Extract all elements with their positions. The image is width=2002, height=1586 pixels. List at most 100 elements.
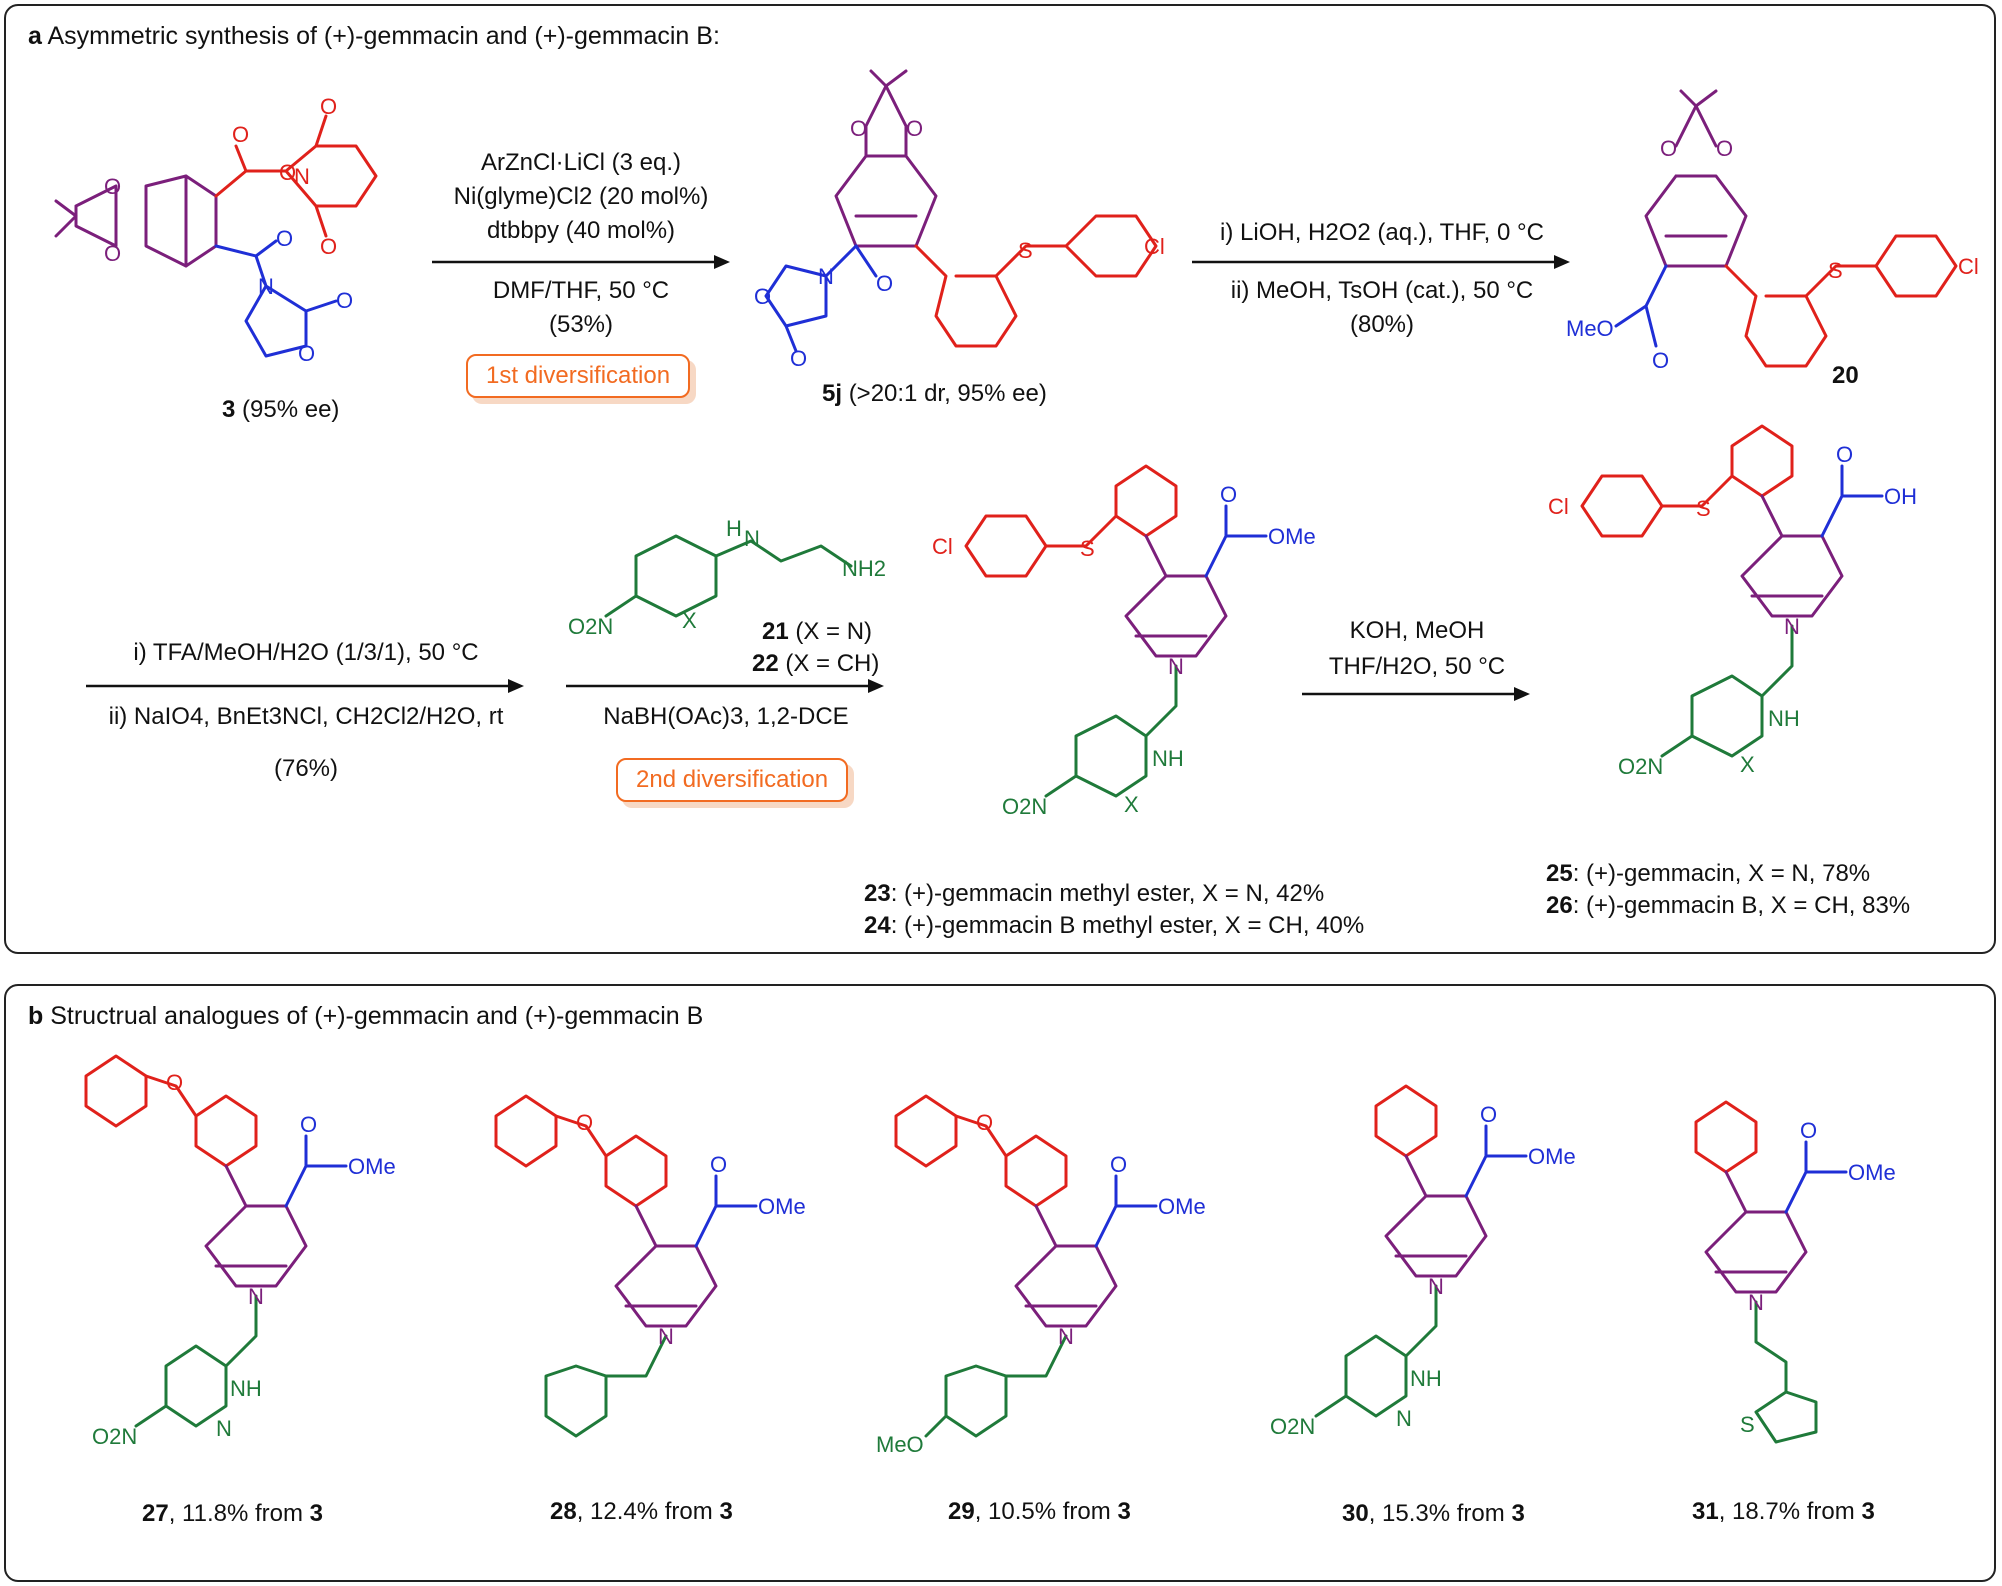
atom-O: O [300,1112,317,1137]
atom-S: S [1018,238,1033,263]
reaction-arrow-5 [1302,687,1530,701]
reaction-arrow-4 [566,679,884,693]
step2-conditions-bottom: ii) MeOH, TsOH (cat.), 50 °C (80%) [1230,277,1534,338]
atom-O2N: O2N [1618,754,1663,779]
atom-X: X [1124,792,1139,817]
atom-O: O [1836,442,1853,467]
compound-27-structure: O O OMe N NH N O2N [84,1054,396,1449]
reagent-21-22-structure: H N NH2 O2N X [568,516,886,639]
atom-O: O [754,284,771,309]
atom-N: N [294,164,310,189]
reagent-22-label: 22 (X = CH) [752,650,880,677]
atom-O: O [320,234,337,259]
atom-OMe: OMe [348,1154,396,1179]
atom-MeO: MeO [876,1432,924,1457]
atom-Cl: Cl [1958,254,1979,279]
atom-O2N: O2N [568,614,613,639]
atom-O: O [1652,348,1669,373]
compound-31-label: 31, 18.7% from 3 [1692,1498,1875,1525]
compound-27-label: 27, 11.8% from 3 [142,1500,324,1527]
compound-5j-label: 5j (>20:1 dr, 95% ee) [822,380,1047,407]
atom-O2N: O2N [1002,794,1047,819]
atom-O: O [1480,1102,1497,1127]
atom-N: N [248,1284,264,1309]
atom-N: N [1396,1406,1412,1431]
atom-O: O [876,271,893,296]
atom-NH2: NH2 [842,556,886,581]
atom-Cl: Cl [932,534,953,559]
atom-Cl: Cl [1144,234,1165,259]
compound-30-structure: O OMe N NH N O2N [1270,1084,1576,1439]
atom-N: N [1784,614,1800,639]
atom-O: O [320,94,337,119]
compound-29-structure: O O OMe N MeO [876,1094,1206,1457]
atom-X: X [1740,752,1755,777]
atom-Cl: Cl [1548,494,1569,519]
atom-OMe: OMe [1158,1194,1206,1219]
atom-NH: NH [1152,746,1184,771]
compound-25-26-structure: Cl S O OH N NH X O2N [1548,424,1917,779]
compound-20-structure: O O MeO O S Cl [1566,89,1979,373]
atom-O: O [576,1110,593,1135]
atom-O2N: O2N [92,1424,137,1449]
atom-S: S [1696,496,1711,521]
compound-26-label: 26: (+)-gemmacin B, X = CH, 83% [1546,892,1911,919]
compound-23-label: 23: (+)-gemmacin methyl ester, X = N, 42… [864,880,1325,907]
step3-conditions-top: i) TFA/MeOH/H2O (1/3/1), 50 °C [133,639,479,666]
first-diversification-badge: 1st diversification [466,354,691,398]
reaction-arrow-3 [86,679,524,693]
panel-a-title: a Asymmetric synthesis of (+)-gemmacin a… [28,22,720,50]
atom-O: O [232,122,249,147]
atom-N: N [1058,1324,1074,1349]
compound-24-label: 24: (+)-gemmacin B methyl ester, X = CH,… [864,912,1365,939]
atom-S: S [1080,536,1095,561]
atom-N: N [216,1416,232,1441]
compound-23-24-structure: Cl S O OMe N NH X O2N [932,464,1316,819]
atom-O: O [1800,1118,1817,1143]
atom-OMe: OMe [758,1194,806,1219]
compound-20-label: 20 [1832,362,1859,389]
reaction-arrow-1 [432,255,730,269]
compound-28-structure: O O OMe N [494,1094,806,1438]
atom-O: O [166,1070,183,1095]
atom-N: N [1168,654,1184,679]
reaction-arrow-2 [1192,255,1570,269]
atom-X: X [682,608,697,633]
atom-S: S [1740,1412,1755,1437]
compound-29-label: 29, 10.5% from 3 [948,1498,1131,1525]
atom-OH: OH [1884,484,1917,509]
compound-31-structure: O OMe N S [1694,1100,1896,1444]
atom-NH: NH [1768,706,1800,731]
atom-OMe: OMe [1528,1144,1576,1169]
atom-O: O [976,1110,993,1135]
compound-3-structure: O O O O N O O O N O O [54,94,378,366]
panel-b-title: b Structrual analogues of (+)-gemmacin a… [28,1002,704,1030]
step2-conditions-top: i) LiOH, H2O2 (aq.), THF, 0 °C [1220,219,1544,246]
atom-O: O [298,341,315,366]
step5-conditions-bottom: THF/H2O, 50 °C [1328,653,1506,680]
panel-b: b Structrual analogues of (+)-gemmacin a… [4,984,1996,1582]
atom-O: O [1110,1152,1127,1177]
reagent-21-label: 21 (X = N) [762,618,873,645]
atom-O2N: O2N [1270,1414,1315,1439]
atom-O: O [710,1152,727,1177]
atom-O: O [104,241,121,266]
atom-NH: NH [1410,1366,1442,1391]
atom-N: N [818,264,834,289]
compound-28-label: 28, 12.4% from 3 [550,1498,733,1525]
atom-O: O [104,174,121,199]
atom-O: O [276,226,293,251]
atom-O: O [790,346,807,371]
step1-conditions: ArZnCl·LiCl (3 eq.) Ni(glyme)Cl2 (20 mol… [453,149,709,244]
panel-a: a Asymmetric synthesis of (+)-gemmacin a… [4,4,1996,954]
atom-S: S [1828,258,1843,283]
atom-N: N [744,526,760,551]
atom-N: N [658,1324,674,1349]
compound-5j-structure: O O N O O O S Cl [754,69,1165,371]
atom-O: O [1660,136,1677,161]
step5-conditions-top: KOH, MeOH [1349,617,1485,644]
atom-N: N [258,274,274,299]
atom-O: O [279,160,296,185]
atom-NH: NH [230,1376,262,1401]
compound-3-label: 3 (95% ee) [222,396,340,423]
